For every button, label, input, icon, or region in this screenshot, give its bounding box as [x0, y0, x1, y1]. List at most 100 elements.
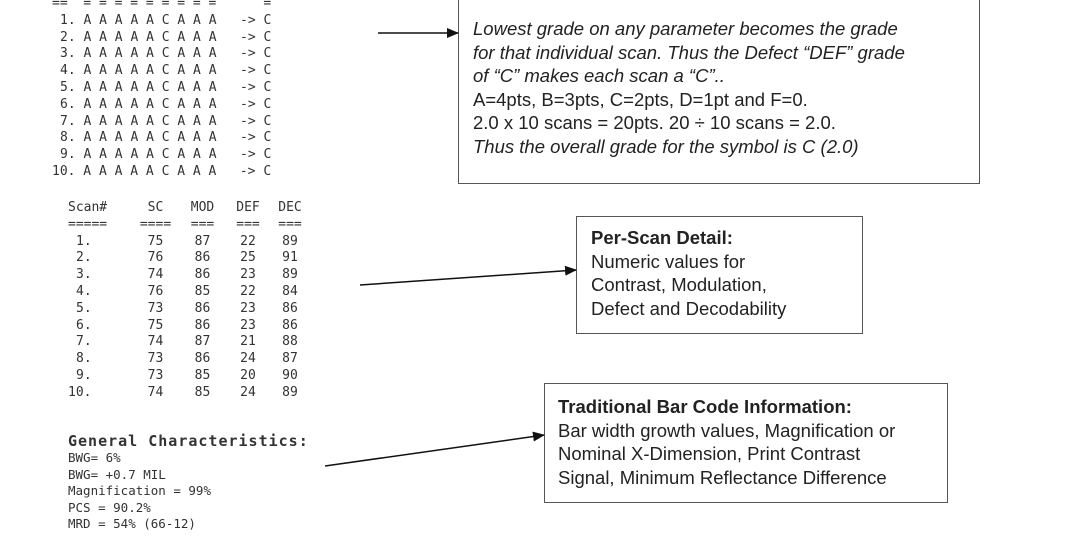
grade-row: 8. A A A A A C A A A -> C	[60, 130, 272, 146]
scan-table: Scan# SC MOD DEF DEC ===== ==== === === …	[68, 200, 312, 402]
callout-text: Nominal X-Dimension, Print Contrast	[558, 443, 861, 464]
scan-value: 24	[240, 384, 256, 400]
scan-number: 7.	[76, 334, 92, 350]
scan-value: 87	[194, 334, 211, 350]
grade-row: 10. A A A A A C A A A -> C	[52, 163, 272, 179]
grade-row: 3. A A A A A C A A A -> C	[60, 46, 272, 62]
scan-row: 9. 73 85 20 90	[68, 368, 312, 385]
scan-number: 10.	[68, 384, 92, 400]
scan-value: 74	[147, 384, 164, 400]
scan-value: 91	[282, 250, 298, 266]
callout-text: Contrast, Modulation,	[591, 274, 767, 295]
callout-text: Numeric values for	[591, 250, 746, 272]
grade-separator: == = = = = = = = = = =	[52, 0, 272, 11]
grade-table: == = = = = = = = = = = 1. A A A A A C A …	[52, 0, 271, 181]
scan-value: 84	[282, 283, 298, 299]
scan-row: 5. 73 86 23 86	[68, 301, 312, 318]
scan-number: 3.	[76, 267, 92, 283]
callout-text: Defect and Decodability	[591, 297, 787, 319]
general-line: BWG= +0.7 MIL	[68, 466, 166, 482]
callout-text: Bar width growth values, Magnification o…	[558, 419, 896, 441]
scan-value: 86	[194, 267, 211, 283]
underline: =====	[68, 216, 108, 232]
callout-text: for that individual scan. Thus the Defec…	[473, 41, 905, 63]
arrow-per-scan	[359, 265, 577, 286]
scan-value: 86	[194, 351, 211, 367]
scan-value: 20	[240, 367, 256, 383]
arrow-traditional	[324, 431, 545, 467]
scan-value: 86	[282, 300, 298, 316]
scan-value: 22	[240, 233, 256, 249]
general-line: MRD = 54% (66-12)	[68, 516, 196, 531]
grade-row: 6. A A A A A C A A A -> C	[60, 96, 272, 112]
header-def: DEF	[236, 200, 260, 215]
header-dec: DEC	[278, 200, 302, 215]
scan-value: 76	[147, 250, 164, 266]
scan-value: 86	[194, 317, 211, 333]
scan-value: 22	[240, 283, 256, 299]
scan-number: 9.	[76, 367, 92, 383]
scan-number: 2.	[76, 250, 92, 266]
scan-value: 75	[147, 233, 164, 249]
general-line: BWG= 6%	[68, 450, 121, 465]
scan-value: 90	[282, 367, 298, 383]
scan-row: 3. 74 86 23 89	[68, 267, 312, 284]
per-scan-callout: Per-Scan Detail: Numeric values for Cont…	[576, 216, 863, 334]
header-scan: Scan#	[68, 200, 108, 215]
scan-number: 1.	[76, 233, 92, 249]
scan-row: 10. 74 85 24 89	[68, 385, 312, 402]
scan-value: 86	[282, 317, 298, 333]
scan-value: 23	[240, 317, 256, 333]
grade-callout: Lowest grade on any parameter becomes th…	[458, 0, 980, 184]
scan-value: 73	[147, 367, 164, 383]
header-sc: SC	[147, 200, 164, 215]
underline: ===	[190, 216, 215, 232]
callout-text: Lowest grade on any parameter becomes th…	[473, 18, 898, 39]
grade-row: 4. A A A A A C A A A -> C	[60, 63, 272, 79]
scan-table-underline: ===== ==== === === ===	[68, 217, 312, 234]
scan-value: 86	[194, 300, 211, 316]
scan-value: 89	[282, 384, 298, 400]
scan-value: 89	[282, 267, 298, 283]
underline: ===	[236, 216, 260, 232]
scan-value: 85	[194, 384, 211, 400]
callout-title: Traditional Bar Code Information:	[558, 396, 852, 417]
scan-value: 25	[240, 250, 256, 266]
callout-text: 2.0 x 10 scans = 20pts. 20 ÷ 10 scans = …	[473, 112, 836, 133]
scan-value: 85	[194, 283, 211, 299]
scan-number: 5.	[76, 300, 92, 316]
underline: ====	[139, 216, 172, 232]
scan-value: 87	[282, 351, 298, 367]
scan-value: 86	[194, 250, 211, 266]
scan-value: 75	[147, 317, 164, 333]
callout-title: Per-Scan Detail:	[591, 227, 733, 248]
scan-number: 4.	[76, 283, 92, 299]
general-line: Magnification = 99%	[68, 483, 211, 498]
scan-value: 73	[147, 351, 164, 367]
general-characteristics: General Characteristics: BWG= 6% BWG= +0…	[68, 432, 309, 533]
scan-value: 74	[147, 334, 164, 350]
scan-table-header: Scan# SC MOD DEF DEC	[68, 200, 312, 217]
general-title: General Characteristics:	[68, 432, 309, 450]
grade-row: 9. A A A A A C A A A -> C	[60, 147, 272, 163]
general-line: PCS = 90.2%	[68, 499, 151, 515]
header-mod: MOD	[190, 200, 215, 215]
scan-number: 8.	[76, 351, 92, 367]
scan-value: 73	[147, 300, 164, 316]
callout-text: Thus the overall grade for the symbol is…	[473, 135, 859, 157]
callout-text: A=4pts, B=3pts, C=2pts, D=1pt and F=0.	[473, 88, 808, 110]
grade-row: 2. A A A A A C A A A -> C	[60, 29, 272, 45]
scan-row: 6. 75 86 23 86	[68, 318, 312, 335]
traditional-callout: Traditional Bar Code Information: Bar wi…	[544, 383, 948, 503]
scan-value: 23	[240, 267, 256, 283]
scan-value: 85	[194, 367, 211, 383]
grade-row: 5. A A A A A C A A A -> C	[60, 79, 272, 95]
scan-number: 6.	[76, 317, 92, 333]
scan-value: 23	[240, 300, 256, 316]
scan-value: 74	[147, 267, 164, 283]
scan-value: 24	[240, 351, 256, 367]
underline: ===	[278, 216, 302, 232]
